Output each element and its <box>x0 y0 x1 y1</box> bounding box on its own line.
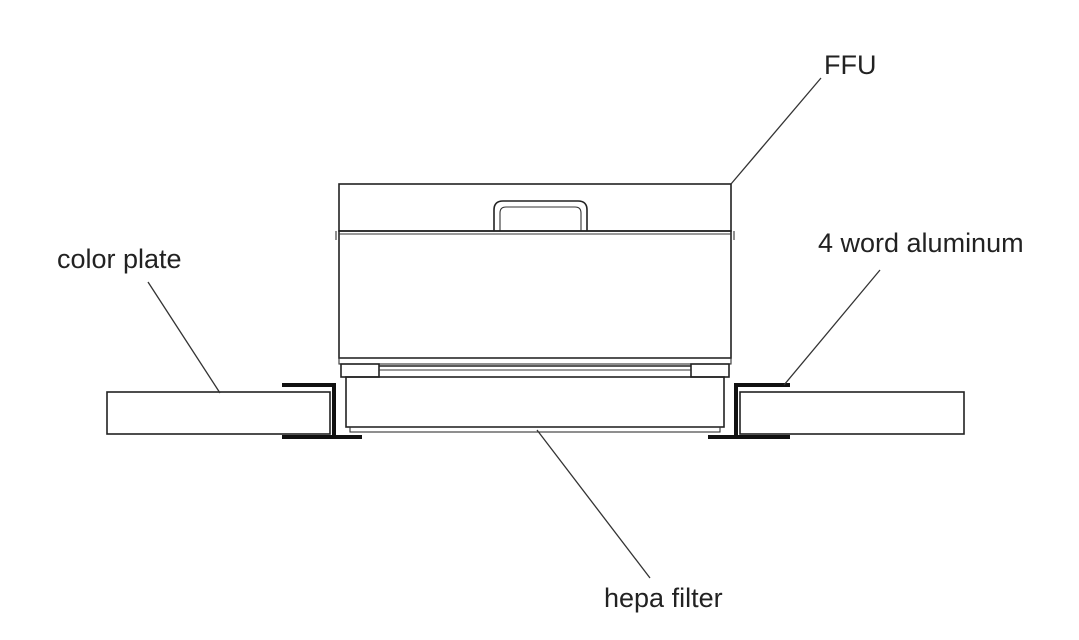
leader-color-plate <box>147 281 221 394</box>
leader-hepa-filter <box>536 429 651 579</box>
leader-ffu <box>730 77 822 185</box>
ffu-housing <box>335 183 735 378</box>
label-hepa-filter: hepa filter <box>604 583 723 613</box>
label-color-plate: color plate <box>57 244 182 274</box>
color-plate-right <box>739 391 965 435</box>
leader-aluminum <box>783 269 881 386</box>
aluminum-profile-right <box>734 383 790 439</box>
hepa-filter <box>345 365 725 433</box>
label-aluminum: 4 word aluminum <box>818 228 1024 258</box>
color-plate-left <box>106 391 331 435</box>
label-ffu: FFU <box>824 50 876 80</box>
aluminum-profile-left <box>282 383 336 439</box>
